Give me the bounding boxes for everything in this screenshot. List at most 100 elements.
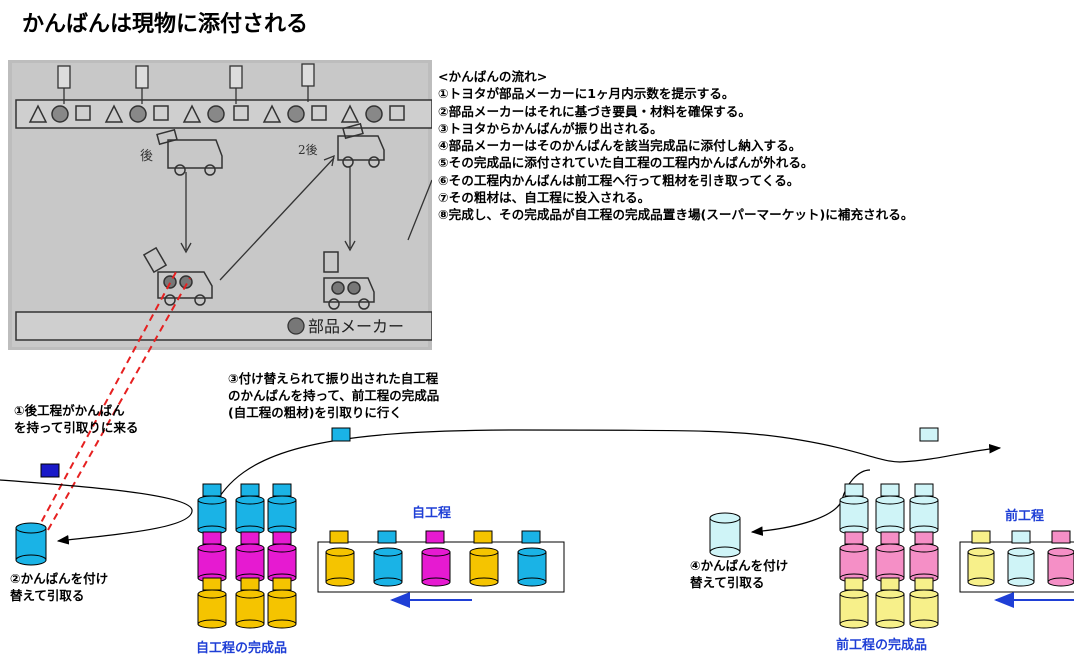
steps-header: <かんばんの流れ>: [438, 69, 548, 84]
note-step-1: ①後工程がかんばん を持って引取りに来る: [14, 402, 138, 436]
part-drum: [909, 577, 939, 629]
kanban-tag: [377, 530, 397, 544]
part-drum: [875, 577, 905, 629]
part-drum: [517, 547, 547, 587]
step-item: ①トヨタが部品メーカーに1ヶ月内示数を提示する。: [438, 86, 735, 102]
kanban-tag: [1011, 530, 1031, 544]
kanban-tag: [844, 483, 864, 497]
part-drum: [967, 547, 995, 587]
truck-icon: [142, 246, 213, 306]
note-line: (自工程の粗材)を引取りに行く: [228, 405, 402, 420]
prev-finished-goods-stack: [839, 483, 939, 629]
sketch-label-1: 後: [140, 149, 153, 164]
kanban-tag: [240, 531, 260, 545]
sketch-arrows: [180, 154, 432, 281]
sketch-legend-text: 部品メーカー: [308, 317, 404, 336]
note-step-4: ④かんばんを付け 替えて引取る: [690, 557, 788, 591]
kanban-tag: [880, 577, 900, 591]
hanging-kanban-cards: [57, 63, 315, 104]
kanban-tag: [521, 530, 541, 544]
own-process-label: 自工程: [412, 506, 452, 521]
kanban-tag: [1051, 530, 1071, 544]
part-drum: [197, 577, 227, 629]
truck-icon: [337, 122, 385, 168]
part-drum: [197, 531, 227, 583]
step-item: ⑦その粗材は、自工程に投入される。: [438, 190, 651, 206]
kanban-card-cyan: [331, 427, 351, 442]
page-title: かんばんは現物に添付される: [22, 12, 309, 37]
note-line: 替えて引取る: [690, 575, 765, 590]
step-item: ④部品メーカーはそのかんばんを該当完成品に添付し納入する。: [438, 138, 802, 154]
note-line: ③付け替えられて振り出された自工程: [228, 371, 439, 386]
prev-process-items: [967, 530, 1074, 587]
step-item: ③トヨタからかんばんが振り出される。: [438, 120, 663, 136]
supplier-legend-icon: [287, 317, 305, 335]
kanban-tag: [329, 530, 349, 544]
part-drum: [267, 577, 297, 629]
part-drum: [373, 547, 403, 587]
kanban-tag: [425, 530, 445, 544]
kanban-tag: [272, 531, 292, 545]
part-drum: [421, 547, 451, 587]
part-drum: [197, 483, 227, 535]
carried-part-cyan: [15, 522, 47, 566]
part-drum: [1047, 547, 1074, 587]
prev-process-label: 前工程: [1005, 509, 1045, 524]
step-item: ⑧完成し、その完成品が自工程の完成品置き場(スーパーマーケット)に補充される。: [438, 207, 914, 223]
note-line: ②かんばんを付け: [10, 571, 109, 586]
kanban-tag: [914, 577, 934, 591]
own-finished-label: 自工程の完成品: [196, 641, 288, 656]
truck-icon: [323, 251, 375, 310]
kanban-tag: [240, 577, 260, 591]
kanban-tag: [240, 483, 260, 497]
part-drum: [875, 531, 905, 583]
kanban-tag: [272, 483, 292, 497]
kanban-tag: [844, 577, 864, 591]
kanban-tag: [202, 577, 222, 591]
kanban-card-navy: [40, 463, 60, 478]
withdrawal-curve-top: [211, 429, 1002, 511]
return-flow-curve-right: [841, 469, 871, 501]
kanban-tag: [880, 483, 900, 497]
kanban-sketch-photo: 後 2後 部品メーカー: [8, 60, 432, 350]
kanban-tag: [202, 483, 222, 497]
part-drum: [909, 483, 939, 535]
part-drum: [267, 483, 297, 535]
conveyor-shapes: [28, 104, 405, 123]
return-flow-curve-left: [0, 479, 193, 545]
note-step-2: ②かんばんを付け 替えて引取る: [10, 570, 108, 604]
kanban-tag: [914, 483, 934, 497]
carried-part-light-cyan: [709, 512, 741, 558]
part-drum: [909, 531, 939, 583]
kanban-tag: [202, 531, 222, 545]
own-process-items: [325, 530, 547, 587]
sketch-label-2: 2後: [298, 143, 318, 157]
kanban-tag: [971, 530, 991, 544]
part-drum: [875, 483, 905, 535]
kanban-card-light-cyan: [919, 427, 939, 442]
note-line: ④かんばんを付け: [690, 558, 789, 573]
part-drum: [235, 577, 265, 629]
note-line: ①後工程がかんばん: [14, 403, 125, 418]
part-drum: [839, 483, 869, 535]
step-item: ⑥その工程内かんばんは前工程へ行って粗材を引き取ってくる。: [438, 172, 800, 188]
own-finished-goods-stack: [197, 483, 297, 629]
kanban-tag: [880, 531, 900, 545]
kanban-tag: [473, 530, 493, 544]
note-line: を持って引取りに来る: [14, 420, 139, 435]
prev-finished-label: 前工程の完成品: [836, 638, 928, 653]
step-item: ⑤その完成品に添付されていた自工程の工程内かんばんが外れる。: [438, 155, 814, 171]
note-line: 替えて引取る: [10, 588, 85, 603]
part-drum: [235, 531, 265, 583]
kanban-tag: [272, 577, 292, 591]
note-step-3: ③付け替えられて振り出された自工程 のかんばんを持って、前工程の完成品 (自工程…: [228, 370, 439, 421]
kanban-pickup-dashed-lines: [35, 271, 191, 533]
part-drum: [469, 547, 499, 587]
truck-icon: [156, 128, 223, 176]
part-drum: [839, 531, 869, 583]
kanban-tag: [914, 531, 934, 545]
part-drum: [325, 547, 355, 587]
kanban-tag: [844, 531, 864, 545]
part-drum: [235, 483, 265, 535]
